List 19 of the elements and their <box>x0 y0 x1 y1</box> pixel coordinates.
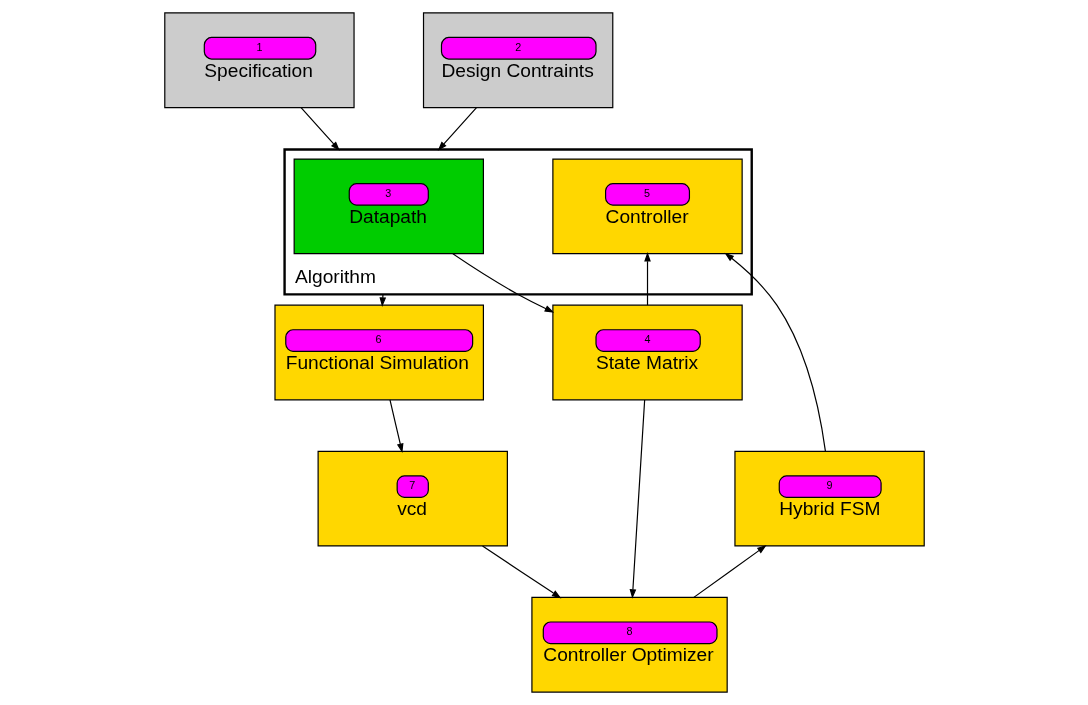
arrow <box>481 545 561 599</box>
arrow <box>692 545 767 598</box>
node-box: 1 Specification <box>163 12 355 109</box>
arrow <box>299 107 340 151</box>
node-box: 3 Datapath <box>293 158 484 255</box>
node-box: 8 Controller Optimizer <box>530 596 728 693</box>
arrow <box>724 252 826 452</box>
arrow <box>378 293 386 307</box>
node-box: 7 vcd <box>317 450 508 547</box>
node-box: 4 State Matrix <box>551 304 743 401</box>
node-box: 5 Controller <box>551 158 743 255</box>
arrow <box>451 253 554 313</box>
node-box: 6 Functional Simulation <box>273 304 484 401</box>
arrow <box>629 399 645 599</box>
arrow <box>437 107 477 151</box>
node-box: 2 Design Contraints <box>422 12 613 109</box>
arrow <box>643 252 651 306</box>
node-box: 9 Hybrid FSM <box>733 450 925 547</box>
arrow <box>388 399 403 453</box>
